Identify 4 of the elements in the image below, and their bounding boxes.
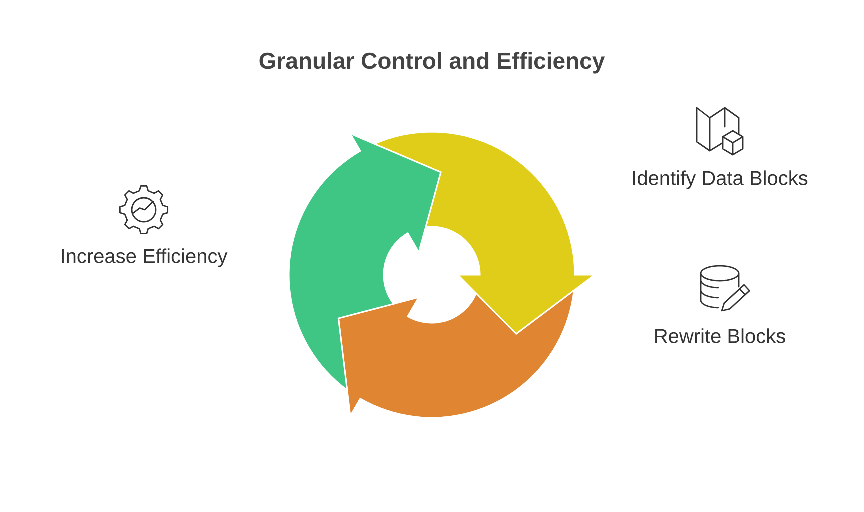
title: Granular Control and Efficiency: [260, 52, 606, 74]
step-label: Increase Efficiency: [62, 248, 228, 268]
step-label: Identify Data Blocks: [633, 170, 808, 190]
step-label: Rewrite Blocks: [656, 328, 786, 344]
